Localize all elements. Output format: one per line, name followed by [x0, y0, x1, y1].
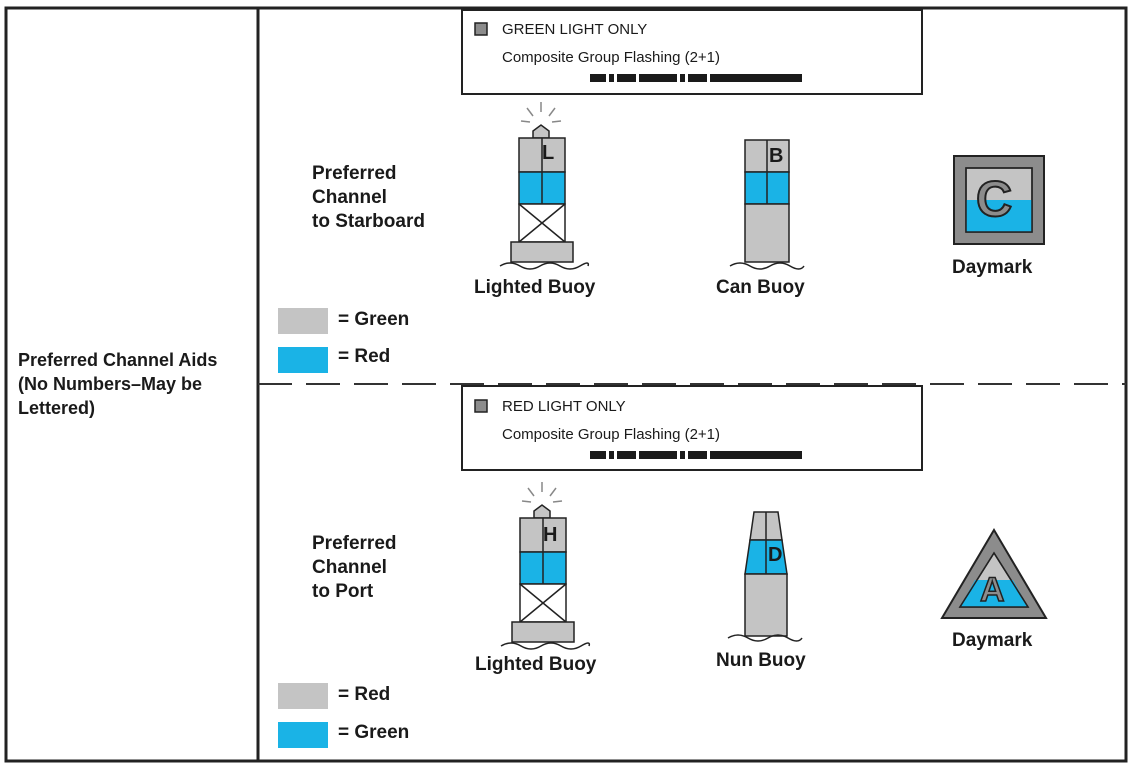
- bottom-lighted-buoy: [500, 482, 591, 650]
- top-can-buoy-letter: B: [769, 145, 784, 167]
- bottom-nun-buoy-letter: D: [768, 544, 783, 566]
- bottom-flash-pattern: Composite Group Flashing (2+1): [502, 426, 721, 443]
- bottom-daymark-letter: A: [979, 570, 1005, 610]
- row-label-line-1: Preferred Channel Aids: [18, 350, 218, 370]
- bottom-light-box: [461, 385, 923, 471]
- top-key-gray-label: = Green: [338, 309, 410, 330]
- top-key-blue-swatch: [278, 347, 328, 373]
- light-rays-icon: [520, 102, 562, 123]
- bottom-key-blue-swatch: [278, 722, 328, 748]
- bottom-nun-buoy: [727, 511, 803, 642]
- light-rays-icon: [521, 482, 563, 503]
- top-flash-pattern: Composite Group Flashing (2+1): [502, 49, 721, 66]
- top-square-daymark: [953, 155, 1045, 245]
- bottom-heading-line-1: Preferred: [312, 533, 397, 554]
- bottom-key-gray-label: = Red: [338, 684, 391, 705]
- bottom-nun-buoy-caption: Nun Buoy: [716, 650, 806, 671]
- top-daymark-letter: C: [975, 170, 1013, 228]
- flash-pattern-bar: [590, 451, 802, 459]
- bottom-heading-line-3: to Port: [312, 581, 374, 602]
- top-lighted-buoy-letter: L: [542, 142, 555, 164]
- bottom-lighted-buoy-caption: Lighted Buoy: [475, 654, 597, 675]
- flash-pattern-bar: [590, 74, 802, 82]
- top-key-gray-swatch: [278, 308, 328, 334]
- row-label-line-3: Lettered): [18, 398, 96, 418]
- bottom-light-title: RED LIGHT ONLY: [502, 398, 626, 415]
- top-daymark-caption: Daymark: [952, 257, 1033, 278]
- bottom-lighted-buoy-letter: H: [543, 524, 558, 546]
- bottom-key-gray-swatch: [278, 683, 328, 709]
- top-heading-line-2: Channel: [312, 187, 387, 208]
- top-heading-line-1: Preferred: [312, 163, 397, 184]
- row-label-line-2: (No Numbers–May be: [18, 374, 203, 394]
- bottom-key-blue-label: = Green: [338, 722, 410, 743]
- bottom-daymark-caption: Daymark: [952, 630, 1033, 651]
- top-key-blue-label: = Red: [338, 346, 391, 367]
- top-lighted-buoy-caption: Lighted Buoy: [474, 277, 596, 298]
- top-can-buoy-caption: Can Buoy: [716, 277, 805, 298]
- bottom-heading-line-2: Channel: [312, 557, 387, 578]
- light-square-icon: [474, 399, 488, 413]
- light-square-icon: [474, 22, 488, 36]
- top-heading-line-3: to Starboard: [312, 211, 425, 232]
- top-light-title: GREEN LIGHT ONLY: [502, 21, 648, 38]
- top-light-box: [461, 9, 923, 95]
- bottom-triangle-daymark: [940, 528, 1048, 619]
- top-can-buoy: [729, 139, 805, 270]
- top-lighted-buoy: [499, 102, 590, 270]
